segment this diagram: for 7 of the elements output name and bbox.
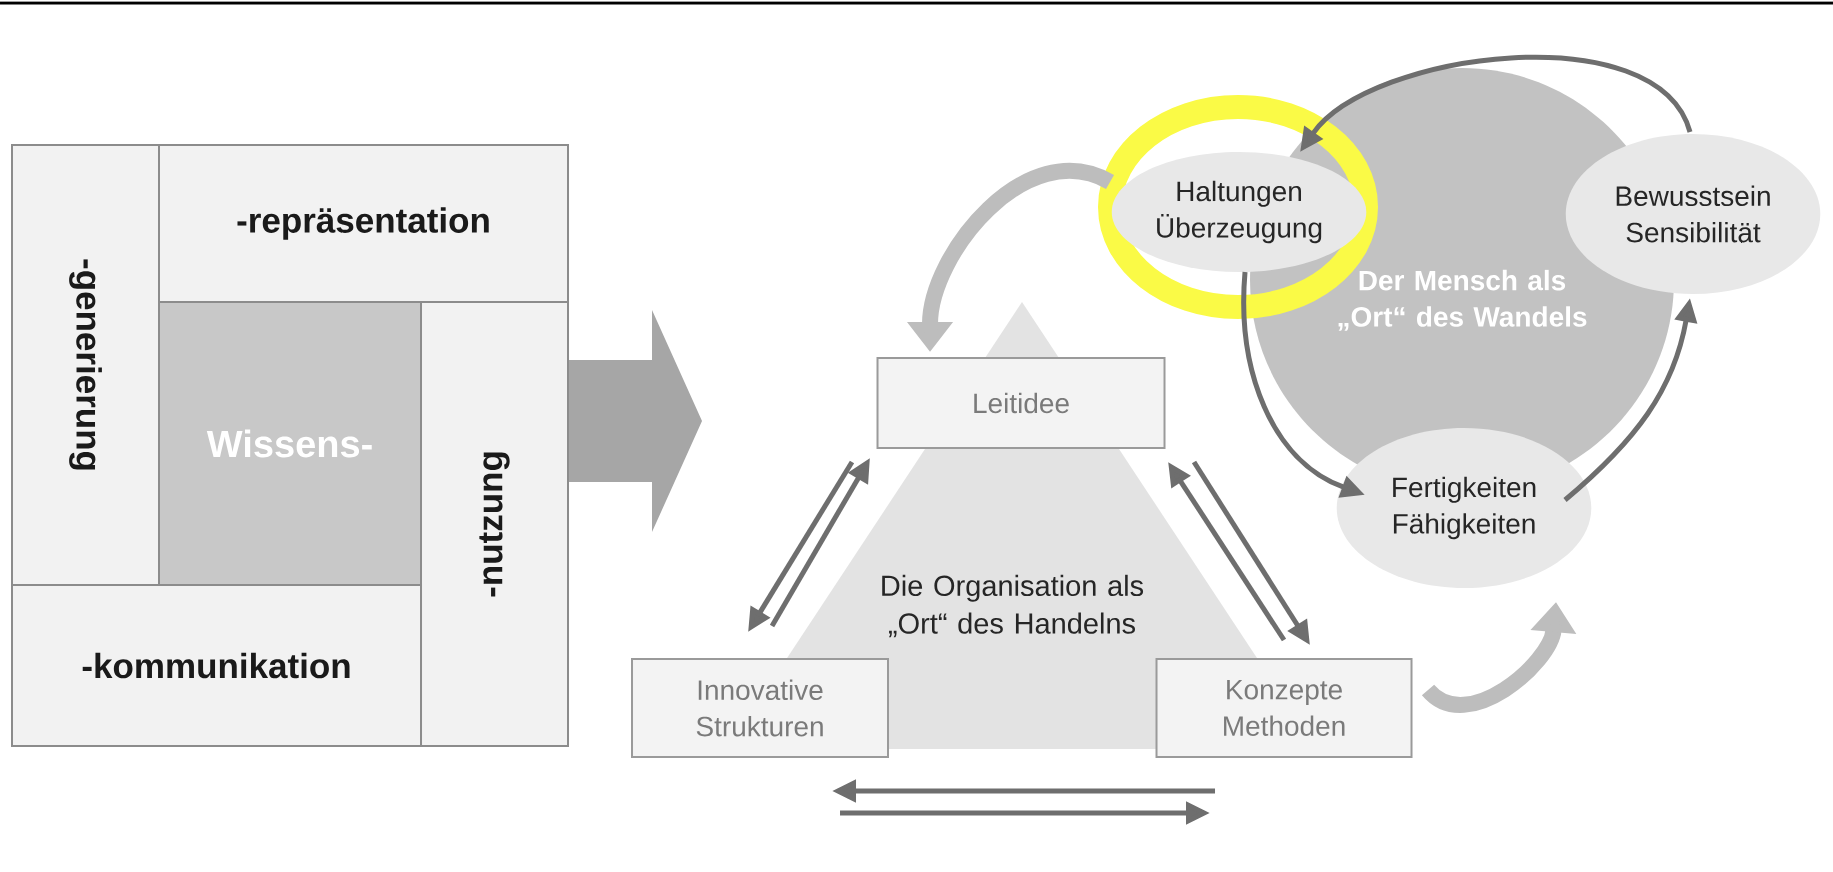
- text-panel: -nutzung: [420, 301, 569, 747]
- text-panel: -generierung: [11, 144, 160, 586]
- label-box: Innovative Strukturen: [631, 658, 889, 758]
- block-arrow: [569, 310, 702, 532]
- text-panel: -repräsentation: [158, 144, 569, 303]
- label-box: Konzepte Methoden: [1155, 658, 1413, 758]
- text-panel: -kommunikation: [11, 584, 422, 747]
